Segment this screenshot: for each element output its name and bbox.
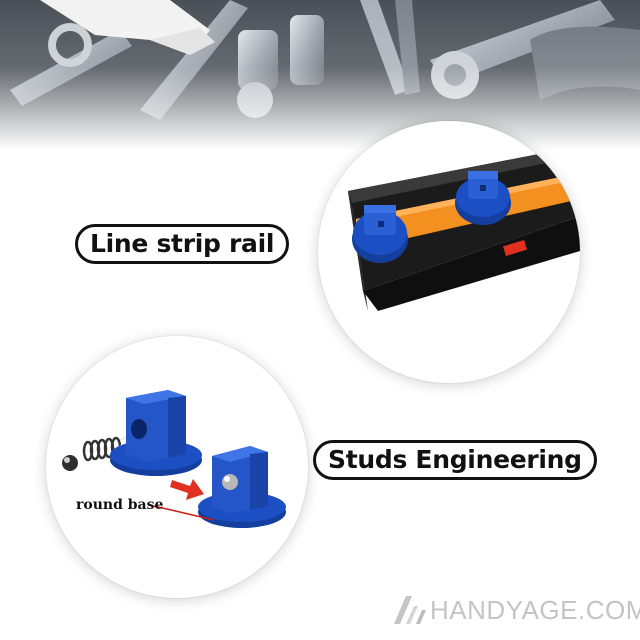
handyage-logo-icon <box>394 596 426 624</box>
stud-detail-image <box>46 336 308 598</box>
rail-closeup-image <box>318 121 580 383</box>
handyage-watermark: HANDYAGE.COM <box>392 592 640 628</box>
studs-engineering-label: Studs Engineering <box>313 440 597 480</box>
watermark-text: HANDYAGE.COM <box>430 594 640 625</box>
round-base-label: round base <box>76 497 164 513</box>
tools-header-image <box>0 0 640 150</box>
line-strip-rail-label: Line strip rail <box>75 224 290 264</box>
